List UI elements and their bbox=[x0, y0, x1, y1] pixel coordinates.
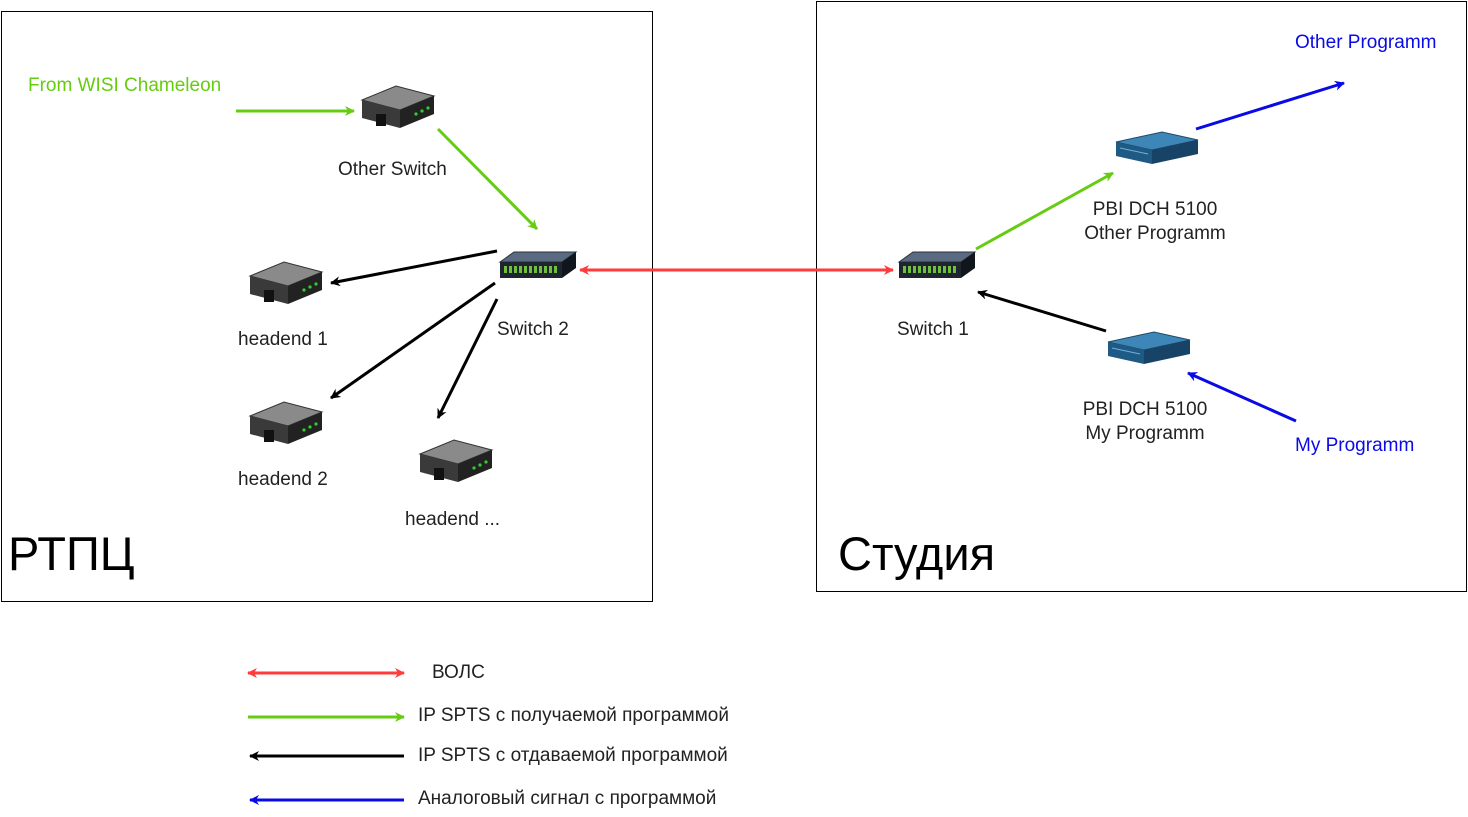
label-switch2: Switch 2 bbox=[497, 319, 569, 340]
legend-label-ip-in: IP SPTS с получаемой программой bbox=[418, 705, 729, 726]
label-from-wisi: From WISI Chameleon bbox=[28, 75, 222, 96]
arrow-switch1-to-pbi-other bbox=[975, 171, 1114, 251]
rack-encoder-icon bbox=[1107, 331, 1191, 364]
network-switch-icon bbox=[897, 251, 977, 278]
legend-label-ip-out: IP SPTS с отдаваемой программой bbox=[418, 745, 728, 766]
arrow-switch2-to-headend3 bbox=[436, 298, 499, 419]
label-switch1: Switch 1 bbox=[897, 319, 969, 340]
arrow-other-switch-to-switch2 bbox=[436, 127, 539, 231]
label-other-switch: Other Switch bbox=[338, 159, 447, 180]
arrow-input-to-pbi-my bbox=[1187, 371, 1297, 423]
router-icon bbox=[418, 439, 494, 482]
label-pbi-my-line2: My Programm bbox=[1085, 423, 1205, 444]
router-icon bbox=[248, 401, 324, 444]
label-pbi-other-line1: PBI DCH 5100 bbox=[1092, 199, 1218, 220]
arrow-pbi-other-to-output bbox=[1195, 80, 1345, 131]
arrow-switch2-to-headend2 bbox=[330, 281, 496, 400]
arrow-pbi-my-to-switch1 bbox=[977, 289, 1107, 333]
zone-studio bbox=[816, 1, 1467, 592]
zone-title-studio: Студия bbox=[838, 527, 996, 580]
router-icon bbox=[360, 85, 436, 128]
router-icon bbox=[248, 261, 324, 304]
label-pbi-other-line2: Other Programm bbox=[1084, 223, 1226, 244]
network-switch-icon bbox=[498, 251, 578, 278]
label-headend2: headend 2 bbox=[238, 469, 328, 490]
label-other-programm-output: Other Programm bbox=[1295, 32, 1437, 53]
label-pbi-my-line1: PBI DCH 5100 bbox=[1082, 399, 1208, 420]
label-headend3: headend ... bbox=[405, 509, 501, 530]
label-headend1: headend 1 bbox=[238, 329, 328, 350]
label-my-programm-input: My Programm bbox=[1295, 435, 1415, 456]
zone-title-rtpc: РТПЦ bbox=[8, 527, 135, 580]
legend-label-fiber: ВОЛС bbox=[432, 662, 485, 683]
rack-encoder-icon bbox=[1115, 131, 1199, 164]
legend-label-analog: Аналоговый сигнал с программой bbox=[418, 788, 717, 809]
arrow-switch2-to-headend1 bbox=[330, 249, 498, 287]
